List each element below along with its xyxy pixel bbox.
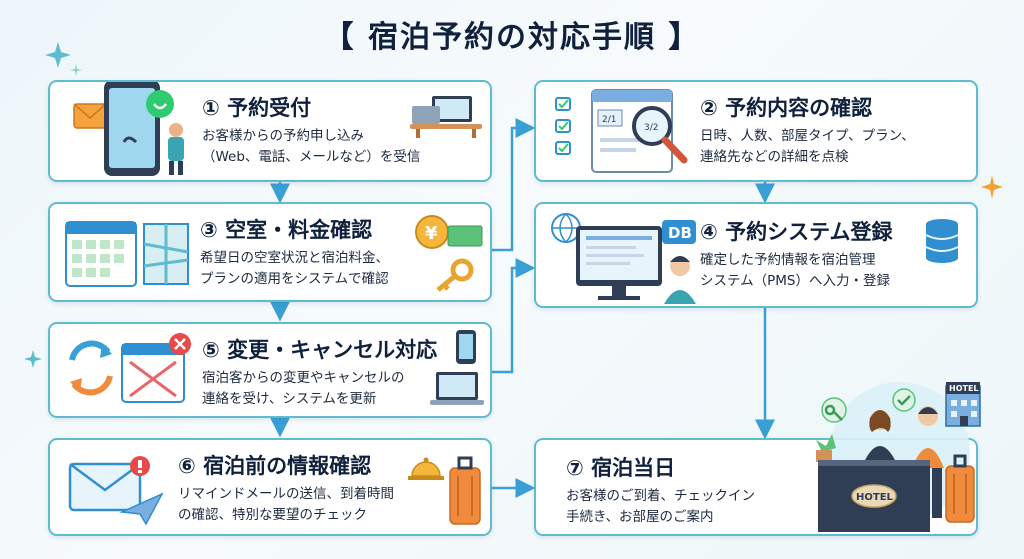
- step-card-5: ⑤ 変更・キャンセル対応 宿泊客からの変更やキャンセルの 連絡を受け、システムを…: [48, 322, 492, 418]
- calendar-map-icon: [65, 221, 189, 287]
- step-card-6: ⑥ 宿泊前の情報確認 リマインドメールの送信、到着時間 の確認、特別な要望のチェ…: [48, 438, 492, 536]
- step-4-heading: ④ 予約システム登録: [700, 220, 893, 244]
- step-2-line-1: 日時、人数、部屋タイプ、プラン、: [700, 128, 915, 144]
- phone-laptop-icon: [430, 330, 484, 405]
- step-1-line-1: お客様からの予約申し込み: [202, 128, 364, 144]
- bell-suitcase-icon: [408, 456, 481, 525]
- arrow-5-4: [492, 258, 536, 374]
- step-5-heading: ⑤ 変更・キャンセル対応: [202, 338, 438, 362]
- step-7-desc: お客様のご到着、チェックイン 手続き、お部屋のご案内: [566, 486, 755, 528]
- step-5-desc: 宿泊客からの変更やキャンセルの 連絡を受け、システムを更新: [202, 368, 405, 410]
- step-card-4: DB ④ 予約システム登録 確定した予約情報を宿泊管理 システム（PMS）へ入力…: [534, 202, 978, 308]
- calendar-date-2: 3/2: [644, 123, 658, 133]
- document-magnifier-icon: 2/1 3/2: [555, 89, 688, 173]
- hotel-front-desk-icon: HOTEL HOTEL: [816, 382, 981, 532]
- envelope-send-icon: [68, 456, 164, 526]
- step-3-desc: 希望日の空室状況と宿泊料金、 プランの適用をシステムで確認: [200, 248, 389, 290]
- yen-symbol: ¥: [425, 223, 438, 244]
- database-icon: [925, 219, 959, 263]
- laptop-desk-icon: [410, 96, 482, 138]
- step-1-heading: ① 予約受付: [202, 96, 312, 120]
- step-7-line-1: お客様のご到着、チェックイン: [566, 488, 755, 504]
- step-3-heading: ③ 空室・料金確認: [200, 218, 373, 242]
- step-2-desc: 日時、人数、部屋タイプ、プラン、 連絡先などの詳細を点検: [700, 126, 915, 168]
- step-6-line-2: の確認、特別な要望のチェック: [178, 507, 367, 523]
- page-title: 【 宿泊予約の対応手順 】: [323, 20, 701, 55]
- step-4-desc: 確定した予約情報を宿泊管理 システム（PMS）へ入力・登録: [700, 250, 890, 292]
- step-1-line-2: （Web、電話、メールなど）を受信: [202, 149, 421, 165]
- computer-operator-icon: DB: [551, 213, 696, 304]
- step-3-line-2: プランの適用をシステムで確認: [200, 271, 389, 287]
- step-card-2: 2/1 3/2 ② 予約内容の確認 日時、人数、部屋タイプ、プラン、 連絡先など…: [534, 80, 978, 182]
- step-6-desc: リマインドメールの送信、到着時間 の確認、特別な要望のチェック: [178, 484, 394, 526]
- step-5-line-1: 宿泊客からの変更やキャンセルの: [202, 370, 405, 386]
- db-label: DB: [668, 224, 692, 242]
- step-5-line-2: 連絡を受け、システムを更新: [202, 391, 377, 407]
- sparkle-icon-3: [24, 350, 42, 368]
- sparkle-icon-2: [981, 175, 1003, 199]
- step-7-line-2: 手続き、お部屋のご案内: [566, 509, 714, 525]
- step-4-line-1: 確定した予約情報を宿泊管理: [700, 252, 876, 268]
- step-7-heading: ⑦ 宿泊当日: [566, 456, 676, 480]
- refresh-calendar-cancel-icon: [69, 333, 191, 403]
- hotel-sign: HOTEL: [949, 384, 979, 393]
- step-6-line-1: リマインドメールの送信、到着時間: [178, 486, 394, 502]
- arrow-3-2: [492, 118, 536, 252]
- calendar-date-1: 2/1: [602, 115, 616, 125]
- yen-key-icon: ¥: [415, 215, 483, 292]
- step-2-line-2: 連絡先などの詳細を点検: [700, 149, 849, 165]
- sparkle-icon: [45, 42, 82, 76]
- step-4-line-2: システム（PMS）へ入力・登録: [700, 273, 890, 289]
- step-2-heading: ② 予約内容の確認: [700, 96, 873, 120]
- step-3-line-1: 希望日の空室状況と宿泊料金、: [200, 250, 389, 266]
- step-card-3: ③ 空室・料金確認 希望日の空室状況と宿泊料金、 プランの適用をシステムで確認 …: [48, 202, 492, 302]
- step-1-desc: お客様からの予約申し込み （Web、電話、メールなど）を受信: [202, 126, 420, 168]
- step-6-heading: ⑥ 宿泊前の情報確認: [178, 454, 372, 478]
- phone-icon: [73, 82, 184, 176]
- desk-sign: HOTEL: [856, 492, 894, 503]
- step-card-1: ① 予約受付 お客様からの予約申し込み （Web、電話、メールなど）を受信: [48, 80, 492, 182]
